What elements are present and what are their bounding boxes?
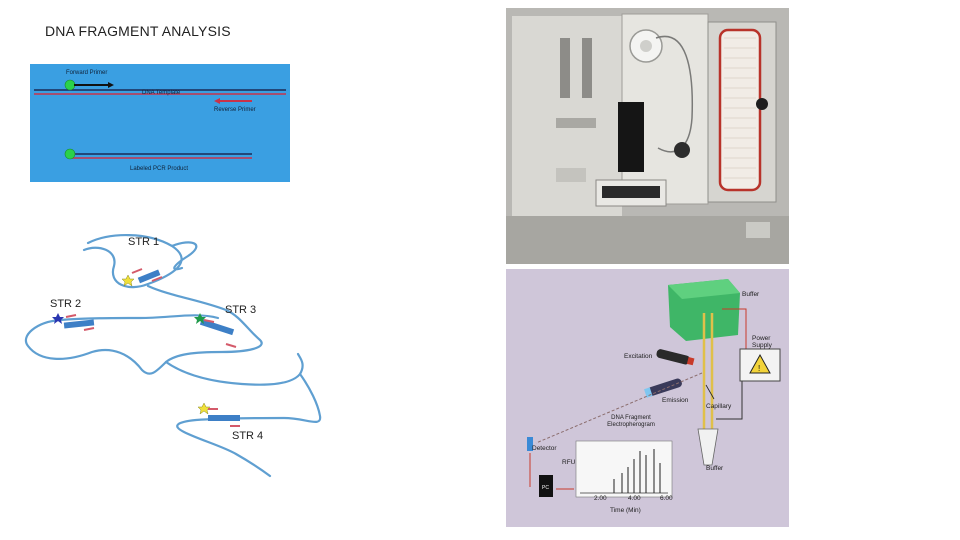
excitation-laser [656,349,695,366]
power-supply-label: Power Supply [752,335,772,349]
str1-label: STR 1 [128,236,160,248]
str3-primer-2 [225,343,237,348]
detector-label: Detector [532,445,557,452]
str1-dye-star-icon [121,274,135,287]
strand-loop-3 [164,352,322,478]
pcr-diagram: Forward Primer DNA Template Reverse Prim… [30,64,290,182]
excitation-label: Excitation [624,353,653,360]
x-tick-1: 2.00 [594,495,607,502]
str3-primer-1 [203,319,215,323]
dna-template-label: DNA Template [142,90,181,96]
str2-marker [63,319,95,329]
reverse-primer-arrowhead [214,98,220,104]
x-axis-label: Time (Min) [610,507,641,514]
capillary-label: Capillary [706,403,732,410]
str4-label: STR 4 [232,430,264,442]
x-tick-2: 4.00 [628,495,641,502]
capillary-electrophoresis-schematic: ! [506,269,789,527]
buffer-top-label: Buffer [742,291,760,298]
warning-icon [749,353,771,374]
svg-text:!: ! [758,364,760,373]
str2-label: STR 2 [50,298,82,310]
page-title: DNA FRAGMENT ANALYSIS [45,23,231,39]
str2-primer-2 [83,327,95,331]
buffer-tank-top [668,279,740,299]
x-tick-3: 6.00 [660,495,673,502]
str1-primer-2 [151,276,163,282]
detector-element [527,437,533,451]
optical-path [535,372,703,444]
rfu-label: RFU [562,459,576,466]
electrode-wire-bottom [716,381,743,420]
genetic-analyzer-photo [506,8,789,264]
buffer-tube [697,428,719,466]
str3-dye-star-icon [194,313,206,324]
str4-dye-star-icon [197,402,211,415]
pc-label: PC [542,485,549,491]
ce-schematic-graphic: ! [527,279,781,498]
product-label-dot [64,148,76,160]
electrode-wire-top [722,308,747,361]
labeled-product-label: Labeled PCR Product [130,166,189,172]
str1-marker [137,269,161,284]
str-strands-diagram [24,234,322,478]
forward-primer-arrowhead [108,82,114,88]
str2-primer-1 [65,314,77,318]
str3-label: STR 3 [225,304,257,316]
capillary-pointer [705,384,715,400]
str2-dye-star-icon [52,313,64,324]
electropherogram-title: DNA Fragment Electropherogram [607,415,655,428]
str4-marker [208,415,240,421]
pc-box [539,475,553,497]
forward-primer-label: Forward Primer [66,70,108,76]
emission-label: Emission [662,397,689,404]
analyzer-illustration [506,8,789,264]
strand-loop-2 [24,284,263,375]
electropherogram-plot [575,440,673,498]
str1-primer-1 [131,268,143,274]
egram-peaks [613,449,661,493]
buffer-bottom-label: Buffer [706,465,724,472]
pcr-diagram-graphic [34,79,286,160]
strand-loop-1 [82,234,198,289]
str3-marker [199,318,235,336]
reverse-primer-label: Reverse Primer [214,107,256,113]
